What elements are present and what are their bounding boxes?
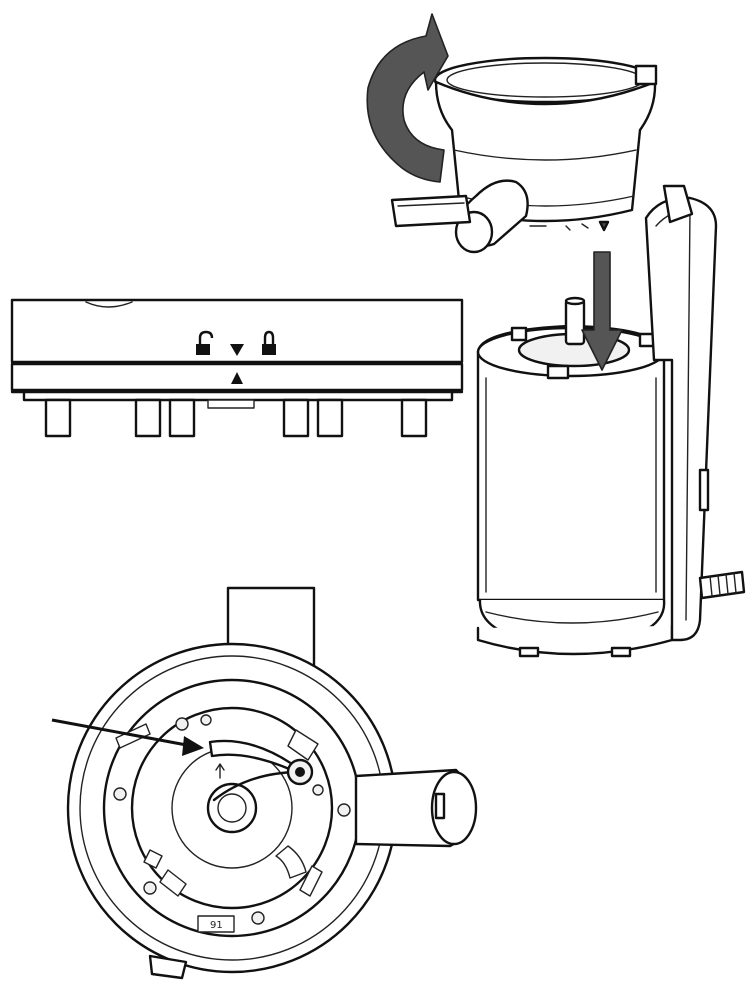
screws <box>113 714 351 925</box>
pointer-down-icon <box>230 344 244 356</box>
motor-base <box>476 296 674 658</box>
unlock-icon <box>196 330 214 355</box>
assembly-illustration <box>366 13 746 658</box>
pointer-up-icon <box>231 372 243 384</box>
base-marking-label: 91 <box>210 920 223 931</box>
side-tower <box>644 184 746 642</box>
lock-icon <box>262 330 276 355</box>
lock-indicator-strip <box>10 298 464 438</box>
down-arrow-icon <box>581 251 623 371</box>
juicing-bowl <box>390 56 658 254</box>
rotate-arrow-icon <box>366 13 449 183</box>
bowl-bottom-view: 91 <box>51 586 478 980</box>
base-feet <box>44 398 428 438</box>
pointer-arrow-icon <box>51 718 204 756</box>
